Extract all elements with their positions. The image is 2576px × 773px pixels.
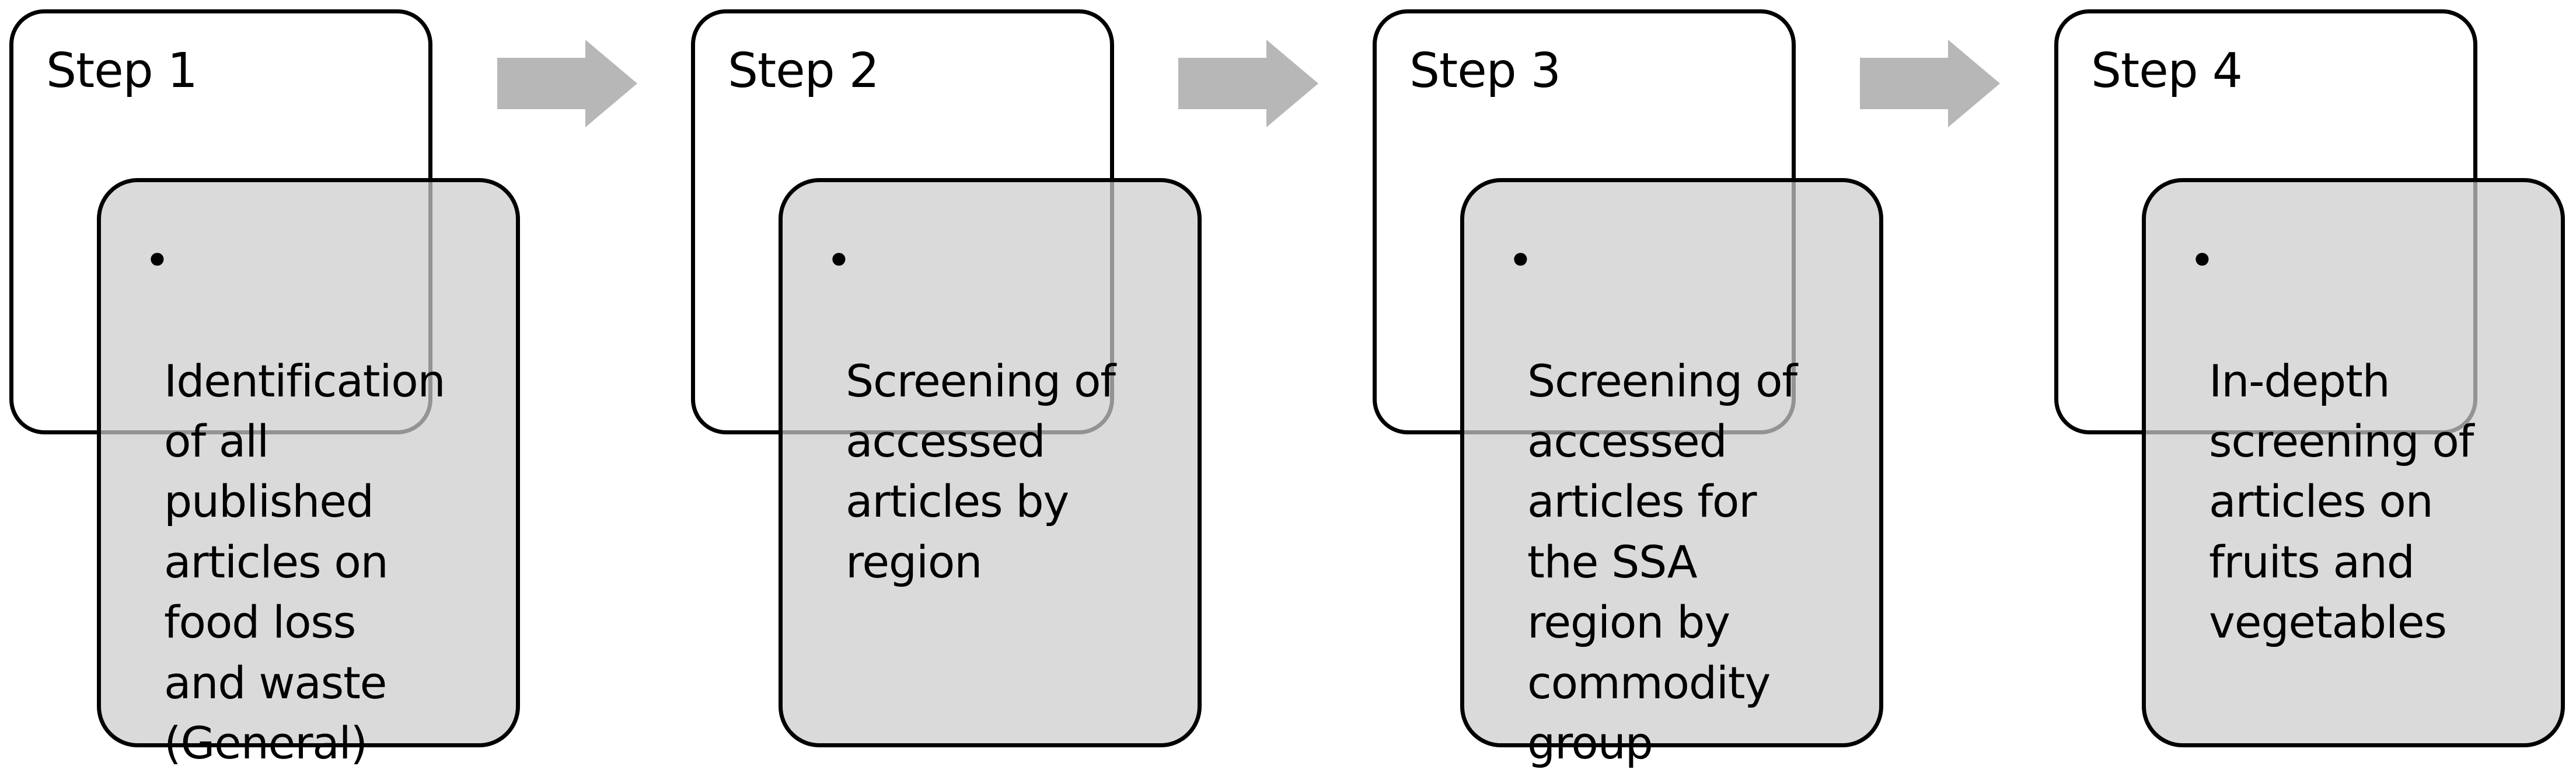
bullet-icon: • — [826, 234, 852, 286]
bullet-icon: • — [1507, 234, 1534, 286]
bullet-icon: • — [144, 234, 170, 286]
step-4-bullet-text: In-depth screening of articles on fruits… — [2209, 354, 2474, 649]
step-3: Step 3 • Screening of accessed articles … — [1363, 0, 1889, 769]
step-4: Step 4 • In-depth screening of articles … — [2045, 0, 2570, 757]
step-4-title: Step 4 — [2091, 43, 2243, 99]
step-2-detail-box: • Screening of accessed articles by regi… — [779, 178, 1202, 747]
step-2-bullet-list: • Screening of accessed articles by regi… — [826, 230, 1188, 592]
step-1-bullet-item: • Identification of all published articl… — [144, 230, 506, 773]
step-3-bullet-list: • Screening of accessed articles for the… — [1507, 230, 1869, 773]
step-1: Step 1 • Identification of all published… — [0, 0, 525, 769]
step-3-title: Step 3 — [1409, 43, 1561, 99]
step-3-detail-box: • Screening of accessed articles for the… — [1460, 178, 1883, 769]
step-1-detail-box: • Identification of all published articl… — [97, 178, 520, 769]
step-2-bullet-item: • Screening of accessed articles by regi… — [826, 230, 1188, 592]
step-1-bullet-text: Identification of all published articles… — [164, 354, 446, 769]
step-2-to-3-arrow-icon — [1178, 40, 1318, 127]
step-4-bullet-item: • In-depth screening of articles on frui… — [2189, 230, 2551, 653]
bullet-icon: • — [2189, 234, 2215, 286]
step-2-bullet-text: Screening of accessed articles by region — [846, 354, 1116, 588]
step-3-bullet-text: Screening of accessed articles for the S… — [1527, 354, 1797, 769]
step-1-title: Step 1 — [46, 43, 198, 99]
step-3-bullet-item: • Screening of accessed articles for the… — [1507, 230, 1869, 773]
step-2: Step 2 • Screening of accessed articles … — [682, 0, 1207, 757]
step-4-detail-box: • In-depth screening of articles on frui… — [2142, 178, 2565, 747]
step-3-to-4-arrow-icon — [1860, 40, 2000, 127]
step-1-to-2-arrow-icon — [497, 40, 637, 127]
step-2-title: Step 2 — [728, 43, 879, 99]
step-4-bullet-list: • In-depth screening of articles on frui… — [2189, 230, 2551, 653]
step-1-bullet-list: • Identification of all published articl… — [144, 230, 506, 773]
